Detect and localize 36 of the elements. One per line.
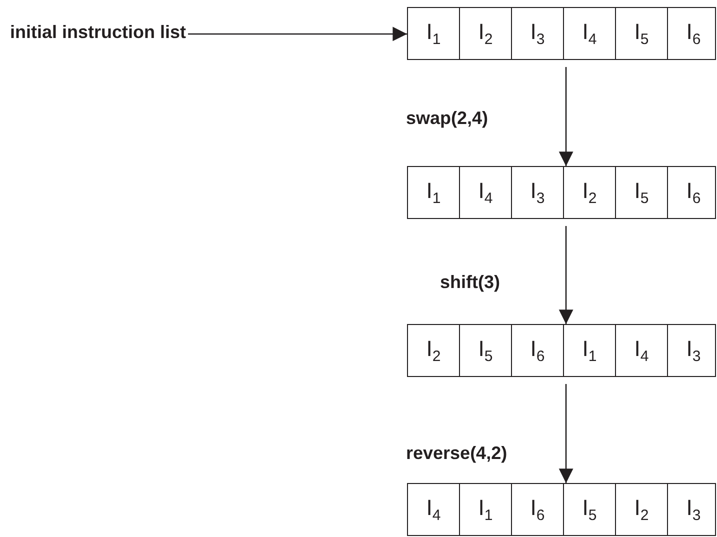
instruction-label: I$_{4}$ [634,338,649,364]
instruction-label: I$_{6}$ [530,338,545,364]
instruction-label: I$_{6}$ [530,496,545,522]
instruction-label: I$_{5}$ [582,496,597,522]
instruction-label: I$_{5}$ [478,338,493,364]
instruction-label: I$_{4}$ [582,20,597,46]
arrow [558,226,574,324]
instruction-label: I$_{4}$ [478,180,493,206]
instruction-label: I$_{6}$ [686,20,701,46]
edge-label: reverse(4,2) [406,443,508,464]
instruction-label: I$_{1}$ [426,180,441,206]
instruction-label: I$_{6}$ [686,180,701,206]
instruction-label: I$_{2}$ [478,20,493,46]
instruction-label: I$_{3}$ [530,20,545,46]
instruction-label: I$_{3}$ [686,338,701,364]
arrow [188,26,408,42]
instruction-label: I$_{3}$ [686,496,701,522]
instruction-label: I$_{1}$ [582,338,597,364]
instruction-label: I$_{4}$ [426,496,441,522]
instruction-label: I$_{5}$ [634,20,649,46]
edge-label: shift(3) [440,272,500,293]
instruction-label: I$_{5}$ [634,180,649,206]
instruction-list [407,324,716,377]
edge-label: swap(2,4) [406,108,488,129]
instruction-label: I$_{2}$ [582,180,597,206]
instruction-list [407,166,716,219]
arrow [558,67,574,166]
instruction-label: I$_{3}$ [530,180,545,206]
instruction-label: I$_{1}$ [478,496,493,522]
instruction-list [407,483,716,536]
instruction-label: I$_{2}$ [634,496,649,522]
arrow [558,384,574,484]
instruction-list [407,7,716,60]
list-caption: initial instruction list [10,22,186,43]
instruction-label: I$_{2}$ [426,338,441,364]
instruction-label: I$_{1}$ [426,20,441,46]
